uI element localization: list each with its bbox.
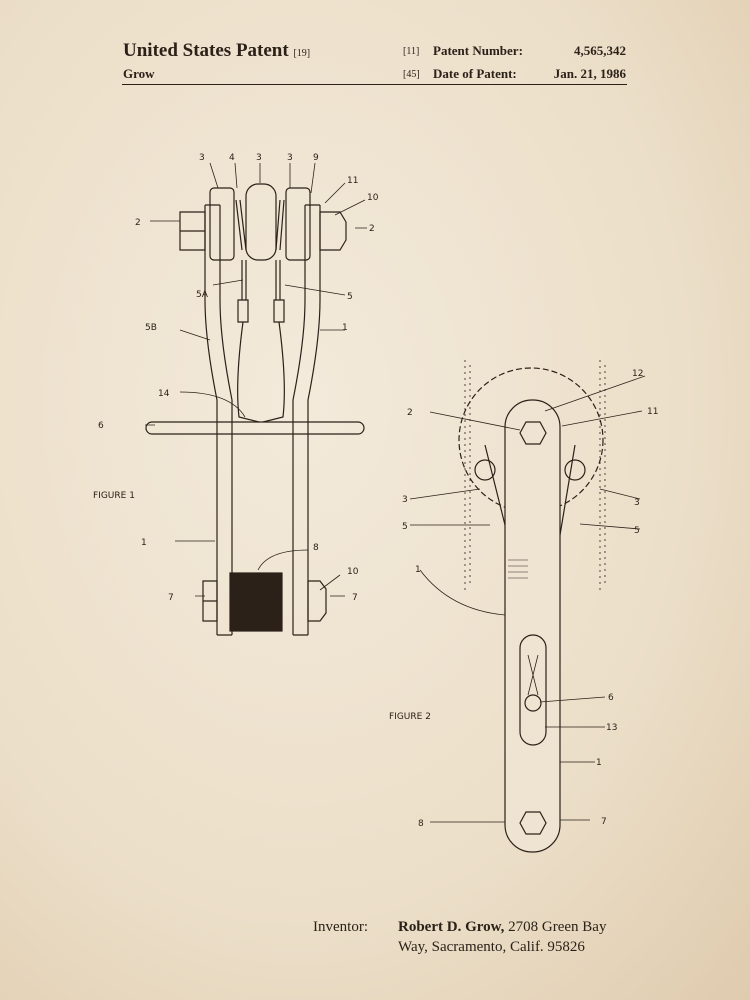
rod [145, 421, 365, 435]
ref-label: 11 [647, 407, 658, 417]
inventor-label: Inventor: [313, 919, 368, 935]
ref-label: 1 [596, 758, 602, 768]
ref-label: 10 [367, 193, 379, 203]
figure-2: 12 2 11 3 3 5 5 1 6 13 FIGURE 2 1 8 7 [389, 360, 658, 853]
patent-number-value: 4,565,342 [574, 43, 626, 58]
ref-label: 3 [634, 498, 640, 508]
date-code: [45] [403, 69, 420, 80]
inventor-name: Robert D. Grow, [398, 919, 505, 935]
ref-label: 14 [158, 389, 170, 399]
ref-label: 1 [141, 538, 147, 548]
date-of-patent-value: Jan. 21, 1986 [553, 66, 626, 81]
strap [504, 399, 561, 853]
header-rule [122, 84, 627, 85]
patent-number-label: Patent Number: [433, 43, 523, 58]
inventor-address-2: Way, Sacramento, Calif. 95826 [398, 939, 585, 955]
cables [484, 444, 576, 536]
date-of-patent-label: Date of Patent: [433, 66, 517, 81]
ref-label: 10 [347, 567, 359, 577]
strap-left [204, 205, 233, 635]
rock-crack [464, 360, 606, 590]
ref-label: 2 [135, 218, 141, 228]
bolt-right-bottom [307, 580, 327, 622]
cam-right [285, 187, 311, 261]
ref-label: 7 [168, 593, 174, 603]
leader-lines-fig2 [409, 375, 646, 823]
ref-label: 3 [402, 495, 408, 505]
cable-left [237, 260, 260, 423]
spacer-block [229, 572, 283, 632]
ref-label: 3 [256, 153, 262, 163]
ref-label: 12 [632, 369, 643, 379]
ref-label: 7 [601, 817, 607, 827]
ref-label: 6 [98, 421, 104, 431]
ref-label: 5A [196, 290, 209, 300]
number-code: [11] [403, 46, 420, 57]
strap-right [292, 205, 321, 635]
ref-label: 3 [287, 153, 293, 163]
ref-label: 2 [407, 408, 413, 418]
bolt-left-top [179, 211, 206, 251]
hex-bolt-top [519, 421, 547, 445]
ref-label: 8 [313, 543, 319, 553]
center-block [245, 183, 277, 261]
cable-right [262, 260, 285, 423]
ref-label: 5 [347, 292, 353, 302]
hex-bolt-bottom [519, 811, 547, 835]
ref-label: 13 [606, 723, 617, 733]
slot [519, 634, 547, 746]
ref-label: 7 [352, 593, 358, 603]
ref-label: 3 [199, 153, 205, 163]
ref-label: 5 [402, 522, 408, 532]
inventor-surname: Grow [123, 66, 155, 81]
trigger [524, 694, 542, 712]
figure-1-caption: FIGURE 1 [93, 491, 135, 501]
ref-label: 4 [229, 153, 235, 163]
ref-label: 9 [313, 153, 319, 163]
ref-label: 1 [342, 323, 348, 333]
figure-1: 3 4 3 3 9 11 10 2 2 5A 5 5B 1 14 6 FIGUR… [93, 153, 379, 636]
inventor-line-1: Robert D. Grow, 2708 Green Bay [398, 919, 606, 936]
ref-label: 2 [369, 224, 375, 234]
cam-left [209, 187, 235, 261]
springs [235, 199, 285, 251]
inventor-address-1: 2708 Green Bay [504, 919, 607, 935]
ref-label: 11 [347, 176, 358, 186]
figure-2-caption: FIGURE 2 [389, 712, 431, 722]
leader-lines-fig1 [145, 162, 367, 597]
ref-label: 8 [418, 819, 424, 829]
bolt-right-top [319, 211, 347, 251]
ref-label: 1 [415, 565, 421, 575]
patent-header-title: United States Patent [19] [123, 40, 311, 61]
ref-label: 6 [608, 693, 614, 703]
ref-label: 5 [634, 526, 640, 536]
bolt-left-bottom [202, 580, 218, 622]
ref-label: 5B [145, 323, 157, 333]
